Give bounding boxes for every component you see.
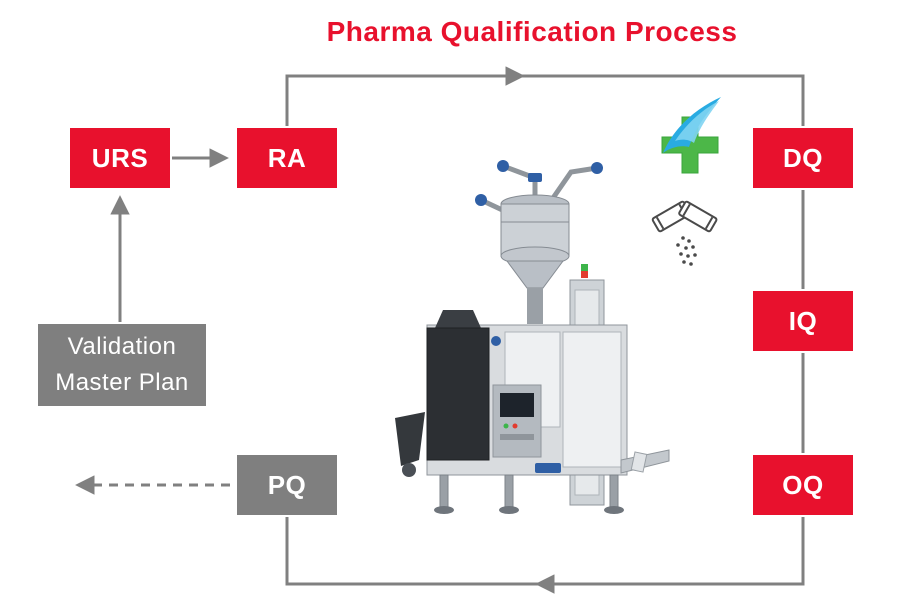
- packaging-machine-illustration: [395, 160, 670, 514]
- connector-oq-to-pq: [285, 517, 805, 586]
- validation-master-plan-box: Validation Master Plan: [38, 324, 206, 406]
- ra-label: RA: [267, 142, 307, 173]
- urs-label: URS: [91, 142, 149, 173]
- vmp-label-line1: Validation: [67, 333, 177, 360]
- dq-label: DQ: [783, 142, 823, 173]
- pq-box: PQ: [237, 455, 337, 515]
- dq-box: DQ: [753, 128, 853, 188]
- connector-ra-to-dq: [285, 74, 805, 126]
- vmp-label-line2: Master Plan: [55, 369, 189, 396]
- pq-label: PQ: [267, 469, 307, 500]
- ra-box: RA: [237, 128, 337, 188]
- sachet-powder-icon: [651, 200, 718, 266]
- iq-box: IQ: [753, 291, 853, 351]
- medical-cross-icon: [661, 97, 721, 174]
- urs-box: URS: [70, 128, 170, 188]
- iq-label: IQ: [788, 305, 818, 336]
- oq-label: OQ: [782, 469, 824, 500]
- diagram-title: Pharma Qualification Process: [326, 16, 738, 47]
- oq-box: OQ: [753, 455, 853, 515]
